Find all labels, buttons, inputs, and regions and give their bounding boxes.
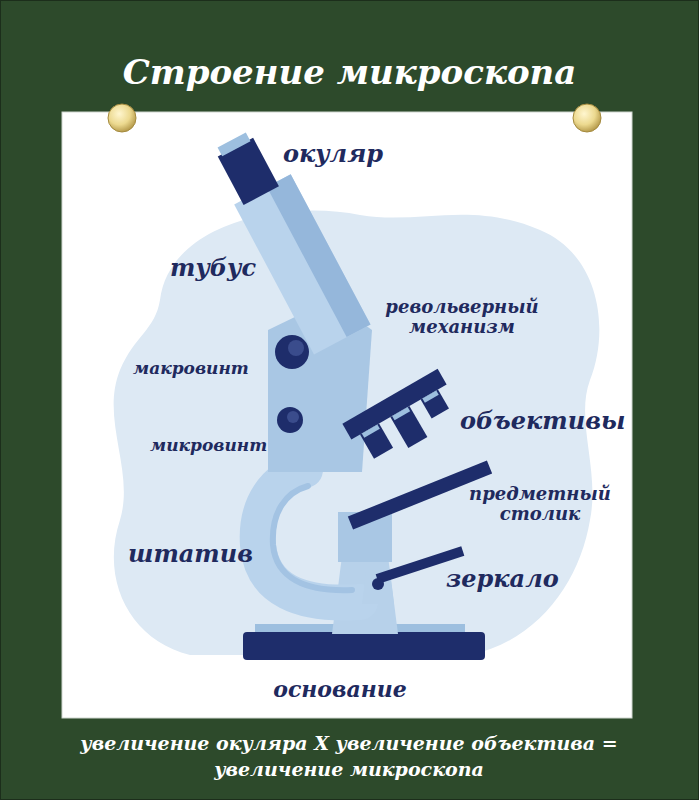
part-label: микровинт	[150, 436, 267, 455]
paper-sheet	[62, 112, 632, 718]
pin	[573, 104, 601, 132]
mirror-pivot	[372, 578, 384, 590]
coarse-knob-center	[288, 340, 304, 356]
part-label: револьверный механизм	[377, 297, 547, 337]
fine-knob-center	[287, 411, 299, 423]
objective	[390, 406, 427, 448]
revolver-group	[342, 369, 464, 471]
part-label: зеркало	[446, 566, 559, 592]
part-label: объективы	[460, 408, 625, 434]
objective	[421, 389, 449, 418]
part-label: основание	[210, 677, 470, 701]
objective-ring	[422, 390, 438, 402]
part-label: тубус	[170, 255, 256, 281]
part-label: штатив	[128, 541, 253, 567]
caption: увеличение окуляра Х увеличение объектив…	[49, 731, 649, 782]
part-label: макровинт	[133, 359, 249, 378]
title: Строение микроскопа	[0, 52, 699, 92]
base	[243, 632, 485, 660]
part-label: окуляр	[283, 141, 383, 167]
objective	[360, 423, 393, 458]
part-label: предметный столик	[465, 484, 615, 524]
fine-knob	[277, 407, 303, 433]
objective-ring	[362, 424, 380, 437]
objective-ring	[392, 407, 410, 420]
coarse-knob	[275, 335, 309, 369]
eyepiece-cap	[218, 133, 251, 157]
pin	[108, 104, 136, 132]
tube-shade	[267, 174, 371, 337]
